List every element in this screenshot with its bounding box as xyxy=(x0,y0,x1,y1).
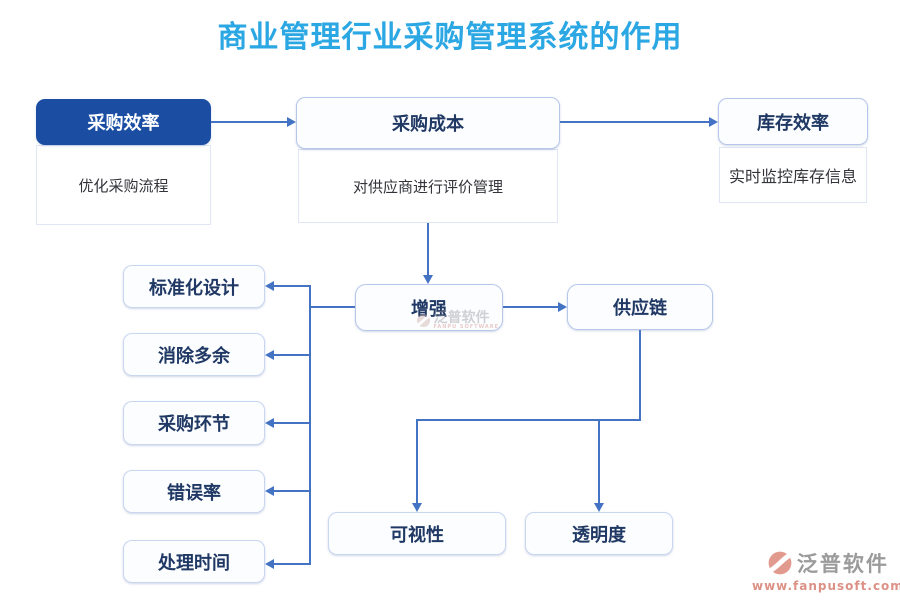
node-procurement-steps-label: 采购环节 xyxy=(158,414,230,435)
arrowhead-down-icon xyxy=(594,503,604,512)
arrowhead-down-icon xyxy=(412,503,422,512)
connector-spine-to-error-rate xyxy=(274,490,310,492)
connector-to-visibility xyxy=(416,420,418,503)
node-enhance-label: 增强 xyxy=(411,298,447,320)
fanpu-logo-row: 泛普软件 xyxy=(766,548,889,578)
connector-spine-to-eliminate-redundancy xyxy=(274,354,310,356)
node-eliminate-redundancy-label: 消除多余 xyxy=(158,345,230,367)
connector-to-transparency xyxy=(598,420,600,503)
node-processing-time: 处理时间 xyxy=(123,540,265,583)
fanpu-logo-icon xyxy=(766,551,793,575)
arrowhead-right-icon xyxy=(558,302,567,312)
arrowhead-left-icon xyxy=(265,559,274,569)
connector-left-spine xyxy=(309,285,311,565)
arrowhead-right-icon xyxy=(287,117,296,127)
connector-enhance-to-spine xyxy=(310,306,355,308)
node-transparency: 透明度 xyxy=(525,512,673,555)
node-procurement-steps: 采购环节 xyxy=(123,401,265,445)
note-inventory-efficiency-text: 实时监控库存信息 xyxy=(728,167,857,186)
node-procurement-efficiency: 采购效率 xyxy=(36,99,211,145)
note-procurement-cost: 对供应商进行评价管理 xyxy=(298,149,558,223)
node-procurement-cost: 采购成本 xyxy=(296,97,560,149)
fanpu-logo-name: 泛普软件 xyxy=(796,552,889,576)
connector-supply-chain-down xyxy=(639,330,641,420)
arrowhead-left-icon xyxy=(265,350,274,360)
fanpu-logo-url: www.fanpusoft.com xyxy=(752,579,900,593)
node-procurement-efficiency-label: 采购效率 xyxy=(87,113,160,134)
node-standardized-design: 标准化设计 xyxy=(123,265,265,308)
connector-cost-to-inventory xyxy=(560,121,709,123)
arrowhead-left-icon xyxy=(265,281,274,291)
node-supply-chain: 供应链 xyxy=(567,284,713,330)
connector-efficiency-to-cost xyxy=(211,121,287,123)
node-error-rate: 错误率 xyxy=(123,470,265,513)
fanpu-logo: 泛普软件 www.fanpusoft.com xyxy=(752,548,900,593)
arrowhead-left-icon xyxy=(265,486,274,496)
node-inventory-efficiency-label: 库存效率 xyxy=(757,112,829,134)
arrowhead-down-icon xyxy=(423,275,433,284)
node-transparency-label: 透明度 xyxy=(572,524,626,546)
watermark-subtext: FANPU SOFTWARE xyxy=(433,324,499,330)
arrowhead-left-icon xyxy=(265,418,274,428)
note-procurement-efficiency: 优化采购流程 xyxy=(36,145,211,225)
node-standardized-design-label: 标准化设计 xyxy=(149,277,239,299)
node-visibility-label: 可视性 xyxy=(390,524,444,546)
connector-bottom-branch xyxy=(416,419,641,421)
node-processing-time-label: 处理时间 xyxy=(158,552,230,574)
connector-cost-to-enhance xyxy=(427,223,429,275)
connector-spine-to-standardized-design xyxy=(274,285,310,287)
connector-spine-to-processing-time xyxy=(274,563,310,565)
node-visibility: 可视性 xyxy=(328,512,506,555)
arrowhead-right-icon xyxy=(709,117,718,127)
node-inventory-efficiency: 库存效率 xyxy=(718,98,868,145)
page-title: 商业管理行业采购管理系统的作用 xyxy=(217,20,683,55)
connector-spine-to-procurement-steps xyxy=(274,422,310,424)
note-procurement-cost-text: 对供应商进行评价管理 xyxy=(352,177,503,196)
node-eliminate-redundancy: 消除多余 xyxy=(123,333,265,376)
note-inventory-efficiency: 实时监控库存信息 xyxy=(719,147,867,203)
node-procurement-cost-label: 采购成本 xyxy=(392,114,464,135)
note-procurement-efficiency-text: 优化采购流程 xyxy=(78,176,169,195)
connector-enhance-to-supply-chain xyxy=(503,306,558,308)
node-error-rate-label: 错误率 xyxy=(167,482,221,504)
node-enhance: 增强 泛普软件 FANPU SOFTWARE xyxy=(355,284,503,331)
node-supply-chain-label: 供应链 xyxy=(613,298,667,319)
